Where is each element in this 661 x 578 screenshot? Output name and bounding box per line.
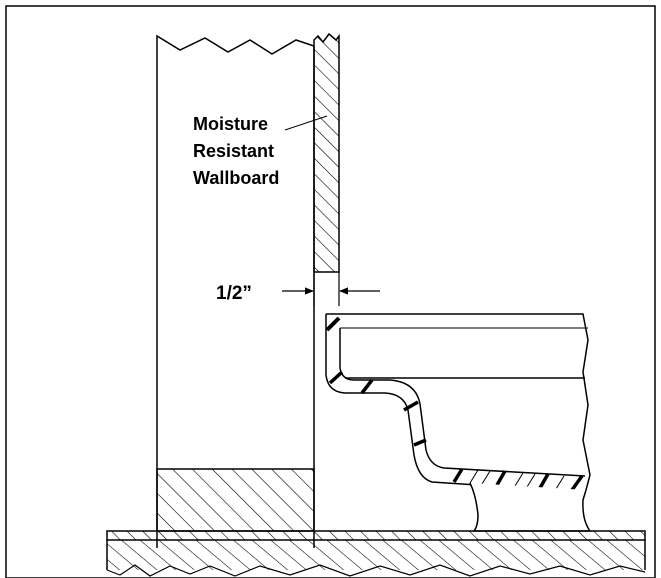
- wallboard-leader-line: [284, 115, 328, 131]
- wallboard-label-line1: Moisture: [193, 114, 268, 134]
- tub-section: [325, 313, 592, 532]
- wallboard-label-line2: Resistant: [193, 141, 274, 161]
- wallboard-label-line3: Wallboard: [193, 168, 279, 188]
- subfloor: [106, 530, 646, 577]
- wall-stud: [156, 34, 315, 548]
- wallboard-callout: Moisture Resistant Wallboard: [193, 114, 328, 188]
- wallboard: [313, 32, 340, 273]
- bottom-plate: [156, 468, 315, 532]
- figure-border: [5, 5, 656, 578]
- gap-dimension: 1/2”: [216, 272, 380, 306]
- gap-dimension-label: 1/2”: [216, 283, 252, 304]
